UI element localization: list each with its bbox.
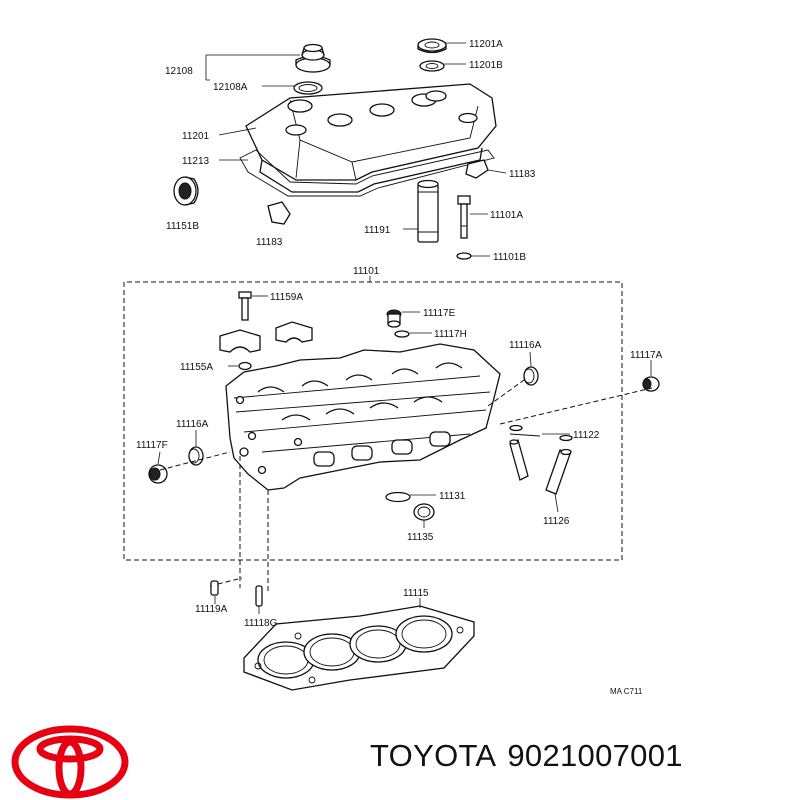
valve-cover	[245, 83, 497, 193]
label-11117a: 11117A	[630, 350, 663, 361]
label-11117h: 11117H	[434, 329, 467, 340]
part-labels: 12108 12108A 11201A 11201B 11201 11213 1…	[136, 39, 663, 696]
label-11201: 11201	[182, 131, 210, 142]
label-11131: 11131	[439, 491, 466, 502]
label-11201b: 11201B	[469, 60, 503, 71]
label-12108: 12108	[165, 66, 193, 77]
dowel-ring	[238, 361, 252, 371]
cover-grommet	[417, 38, 447, 54]
valve-cover-gasket	[239, 149, 495, 197]
filler-cap-gasket	[293, 81, 323, 95]
brand-name: TOYOTA	[370, 738, 497, 773]
label-11201a: 11201A	[469, 39, 503, 50]
oil-filler-cap	[295, 43, 331, 73]
label-11116a-right: 11116A	[509, 340, 542, 351]
spark-plug-tube	[417, 179, 439, 243]
cover-bolt	[457, 195, 471, 239]
head-plug-e	[386, 309, 402, 328]
label-11101a: 11101A	[490, 210, 523, 221]
label-11191: 11191	[364, 225, 391, 236]
toyota-logo	[11, 725, 129, 799]
oil-seal-ring	[413, 503, 435, 521]
label-11151b: 11151B	[166, 221, 199, 232]
head-cap-plug-right	[523, 366, 539, 386]
straight-pin	[255, 585, 263, 607]
assembly-boundary	[123, 281, 623, 561]
label-11116a-left: 11116A	[176, 419, 209, 430]
label-11101: 11101	[353, 266, 380, 277]
dowel-pin	[210, 580, 219, 596]
cam-cap-bolt	[238, 291, 252, 321]
label-11183-left: 11183	[256, 237, 283, 248]
label-11119a: 11119A	[195, 604, 228, 615]
label-11122: 11122	[573, 430, 600, 441]
valve-guide-clip	[509, 424, 573, 442]
label-11117f: 11117F	[136, 440, 168, 451]
seal-plug-left	[267, 201, 291, 225]
bolt-washer	[456, 252, 472, 260]
label-11118g: 11118G	[244, 618, 278, 629]
head-cap-plug-left	[188, 446, 204, 466]
brand-caption: TOYOTA 9021007001	[370, 738, 694, 774]
cover-washer	[419, 60, 445, 72]
cylinder-head	[225, 343, 501, 491]
label-11135: 11135	[407, 532, 434, 543]
valve-guide-left	[509, 439, 529, 481]
head-plug-h	[394, 330, 410, 338]
part-number: 9021007001	[507, 738, 683, 773]
cylinder-head-gasket	[243, 605, 475, 691]
head-plug-f	[148, 464, 168, 484]
label-11213: 11213	[182, 156, 210, 167]
label-11183-right: 11183	[509, 169, 536, 180]
label-11159a: 11159A	[270, 292, 303, 303]
label-12108a: 12108A	[213, 82, 248, 93]
camshaft-bearing-cap-left	[219, 329, 261, 353]
diagram-code: MA C711	[610, 687, 643, 696]
label-11101b: 11101B	[493, 252, 526, 263]
label-11126: 11126	[543, 516, 570, 527]
label-11155a: 11155A	[180, 362, 213, 373]
seal-plug-right	[465, 159, 489, 179]
o-ring	[385, 491, 411, 503]
label-11117e: 11117E	[423, 308, 456, 319]
camshaft-oil-seal	[173, 176, 199, 206]
camshaft-bearing-cap-right	[275, 321, 313, 343]
label-11115: 11115	[403, 588, 429, 599]
valve-guide-right	[545, 448, 572, 495]
head-plug-a	[642, 376, 660, 392]
